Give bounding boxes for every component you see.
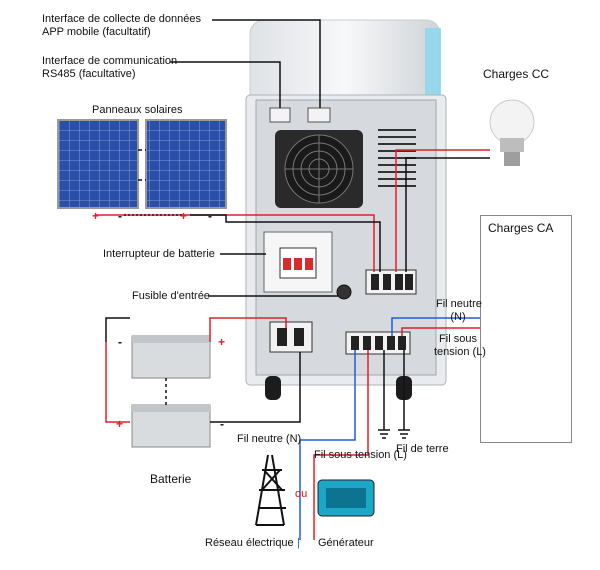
ground-icon <box>378 429 410 439</box>
neutral-right-label-line1: Fil neutre <box>436 298 482 310</box>
bulb-icon <box>489 99 535 166</box>
pylon-icon <box>255 454 286 526</box>
battery-icon <box>131 335 211 448</box>
grid-generator-separator: | <box>297 537 300 549</box>
live-right-label-line1: Fil sous <box>439 333 477 345</box>
dc-loads-label: Charges CC <box>483 67 550 81</box>
neutral-bottom-label: Fil neutre (N) <box>237 433 302 445</box>
app-collect-label-line1: Interface de collecte de données <box>42 13 202 25</box>
svg-text:+: + <box>218 335 225 349</box>
svg-text:+: + <box>116 417 123 431</box>
live-right-label-line2: tension (L) <box>434 346 486 358</box>
svg-text:-: - <box>208 209 212 223</box>
inverter-cabinet <box>245 19 447 400</box>
input-fuse-label: Fusible d'entrée <box>132 290 210 302</box>
ac-loads-label: Charges CA <box>488 221 554 235</box>
or-label: ou <box>295 488 308 500</box>
solar-panel-icon <box>57 119 227 209</box>
battery-switch-label: Interrupteur de batterie <box>103 248 215 260</box>
svg-text:-: - <box>118 335 122 349</box>
live-bottom-label: Fil sous tension (L) <box>314 449 407 461</box>
svg-text:+: + <box>180 209 187 223</box>
grid-label: Réseau électrique <box>205 537 294 549</box>
ac-loads-box <box>480 215 572 443</box>
polarity-markers: + - + - - + + - <box>92 209 225 431</box>
generator-label: Générateur <box>318 537 374 549</box>
rs485-label-line1: Interface de communication <box>42 55 178 67</box>
battery-label: Batterie <box>150 472 192 486</box>
svg-text:-: - <box>118 209 122 223</box>
ground-label: Fil de terre <box>396 443 449 455</box>
rs485-label-line2: RS485 (facultative) <box>42 68 136 80</box>
neutral-right-label-line2: (N) <box>450 311 466 323</box>
generator-icon <box>317 479 375 517</box>
svg-text:-: - <box>220 417 224 431</box>
app-collect-label-line2: APP mobile (facultatif) <box>42 26 151 38</box>
svg-text:+: + <box>92 209 99 223</box>
solar-panels-label: Panneaux solaires <box>92 104 183 116</box>
wiring <box>96 19 490 540</box>
